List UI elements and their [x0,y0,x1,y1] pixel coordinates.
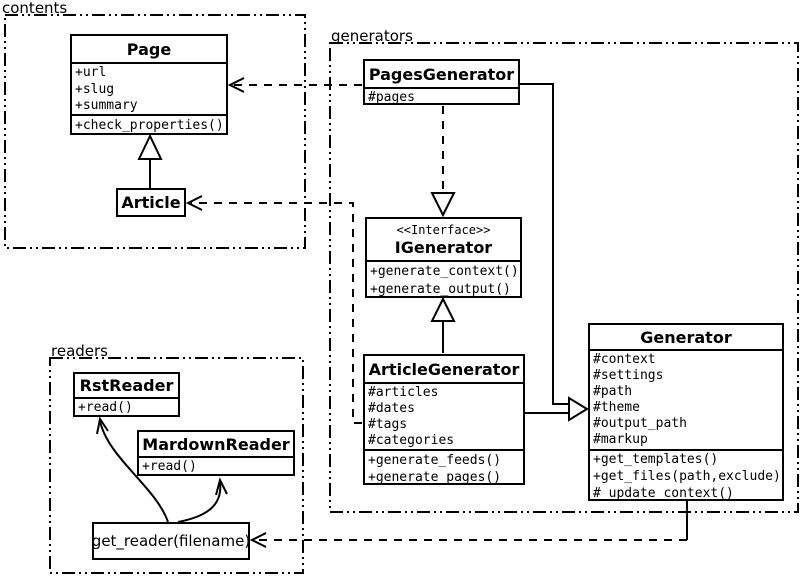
attribute: #path [593,384,633,399]
realization-triangle-igenerator-top [430,192,456,218]
attribute: +url [75,65,107,80]
class-page: Page +url +slug +summary +check_properti… [70,34,228,135]
get-reader-label: get_reader(filename) [91,532,251,550]
attribute: #pages [368,90,415,103]
inheritance-triangle-page [137,133,163,160]
attribute: #articles [368,385,439,400]
package-border-generators [329,42,799,513]
dependency-line-articlegenerator-to-article [191,202,362,424]
class-igenerator-name: IGenerator [394,237,493,257]
method: +generate_context() [370,264,519,279]
class-igenerator-methods: +generate_context() +generate_output() [367,262,520,296]
attribute: +summary [75,98,138,113]
method: +generate_pages() [368,470,502,483]
class-page-attributes: +url +slug +summary [72,64,226,116]
class-mardownreader: MardownReader +read() [137,430,295,476]
class-article: Article [116,188,186,217]
class-articlegenerator-title: ArticleGenerator [365,356,523,384]
attribute: #markup [593,432,648,447]
class-generator-title: Generator [590,325,782,351]
inheritance-triangle-igenerator-bottom [430,296,456,322]
get-reader-box: get_reader(filename) [92,522,250,560]
method: +get_files(path,exclude) [593,468,781,484]
open-arrow-icon [185,195,203,211]
attribute: #dates [368,401,415,416]
class-rstreader-methods: +read() [75,399,178,415]
attribute: #output_path [593,416,687,431]
class-rstreader-title: RstReader [75,374,178,399]
stereotype-label: <<Interface>> [396,222,491,237]
class-page-title: Page [72,36,226,64]
attribute: #categories [368,433,455,448]
class-mardownreader-title: MardownReader [139,432,293,458]
curve-getreader-to-mardownreader [177,481,222,523]
method: +read() [78,400,133,415]
open-arrow-icon [96,416,109,435]
method: +get_templates() [593,452,719,467]
package-border-readers [49,357,304,574]
open-arrow-icon [215,477,228,496]
class-igenerator-title: <<Interface>> IGenerator [367,219,520,262]
class-article-title: Article [121,193,181,212]
open-arrow-icon [249,532,267,548]
attribute: #settings [593,368,664,383]
class-articlegenerator: ArticleGenerator #articles #dates #tags … [363,354,525,485]
class-generator: Generator #context #settings #path #them… [588,323,784,501]
class-articlegenerator-attributes: #articles #dates #tags #categories [365,384,523,451]
method: +generate_output() [370,281,511,297]
package-label-readers: readers [51,342,108,360]
class-rstreader: RstReader +read() [73,372,180,417]
attribute: #context [593,352,656,367]
class-pagesgenerator-title: PagesGenerator [365,61,518,89]
class-page-methods: +check_properties() [72,116,226,133]
open-arrow-icon [227,77,245,93]
attribute: #tags [368,417,408,432]
package-border-contents [4,14,306,249]
method: +check_properties() [75,118,224,133]
class-articlegenerator-methods: +generate_feeds() +generate_pages() [365,451,523,483]
inheritance-triangle-generator [568,396,589,422]
attribute: #theme [593,400,640,415]
class-mardownreader-methods: +read() [139,458,293,474]
method: +read() [142,459,197,474]
method: +generate_feeds() [368,453,502,468]
class-pagesgenerator: PagesGenerator #pages [363,59,520,105]
inheritance-line-pagesgenerator-to-generator [519,83,569,405]
class-generator-methods: +get_templates() +get_files(path,exclude… [590,451,782,499]
class-generator-attributes: #context #settings #path #theme #output_… [590,351,782,451]
attribute: +slug [75,81,115,97]
package-label-generators: generators [331,27,413,45]
package-label-contents: contents [2,0,68,17]
method: #_update_context() [593,485,734,499]
class-pagesgenerator-attributes: #pages [365,89,518,103]
class-igenerator: <<Interface>> IGenerator +generate_conte… [365,217,522,298]
curve-getreader-to-rstreader [99,420,169,523]
